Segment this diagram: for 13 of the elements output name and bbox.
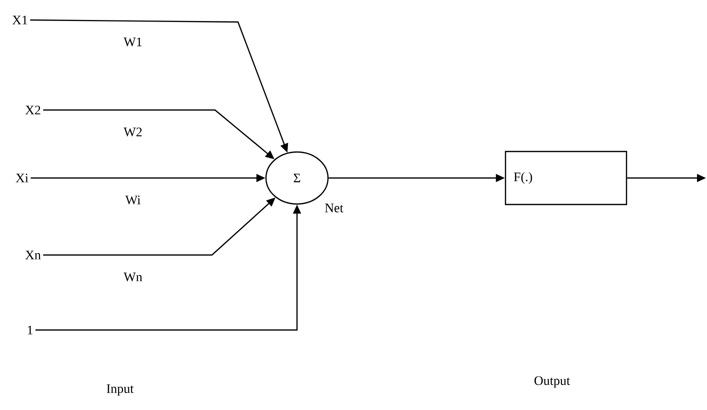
input-label: X2 — [25, 106, 40, 114]
function-box: F(.) — [504, 150, 628, 206]
section-label: Input — [106, 384, 134, 396]
weight-label: W1 — [122, 36, 144, 48]
weight-label: W2 — [122, 126, 144, 138]
weight-label: Wn — [122, 272, 144, 282]
input-label: Xi — [16, 174, 28, 182]
input-label: 1 — [28, 326, 32, 334]
input-label: Xn — [25, 250, 41, 260]
net-label: Net — [325, 204, 344, 212]
section-label: Output — [534, 376, 570, 388]
weight-label: Wi — [124, 194, 142, 206]
input-label: X1 — [12, 16, 28, 24]
